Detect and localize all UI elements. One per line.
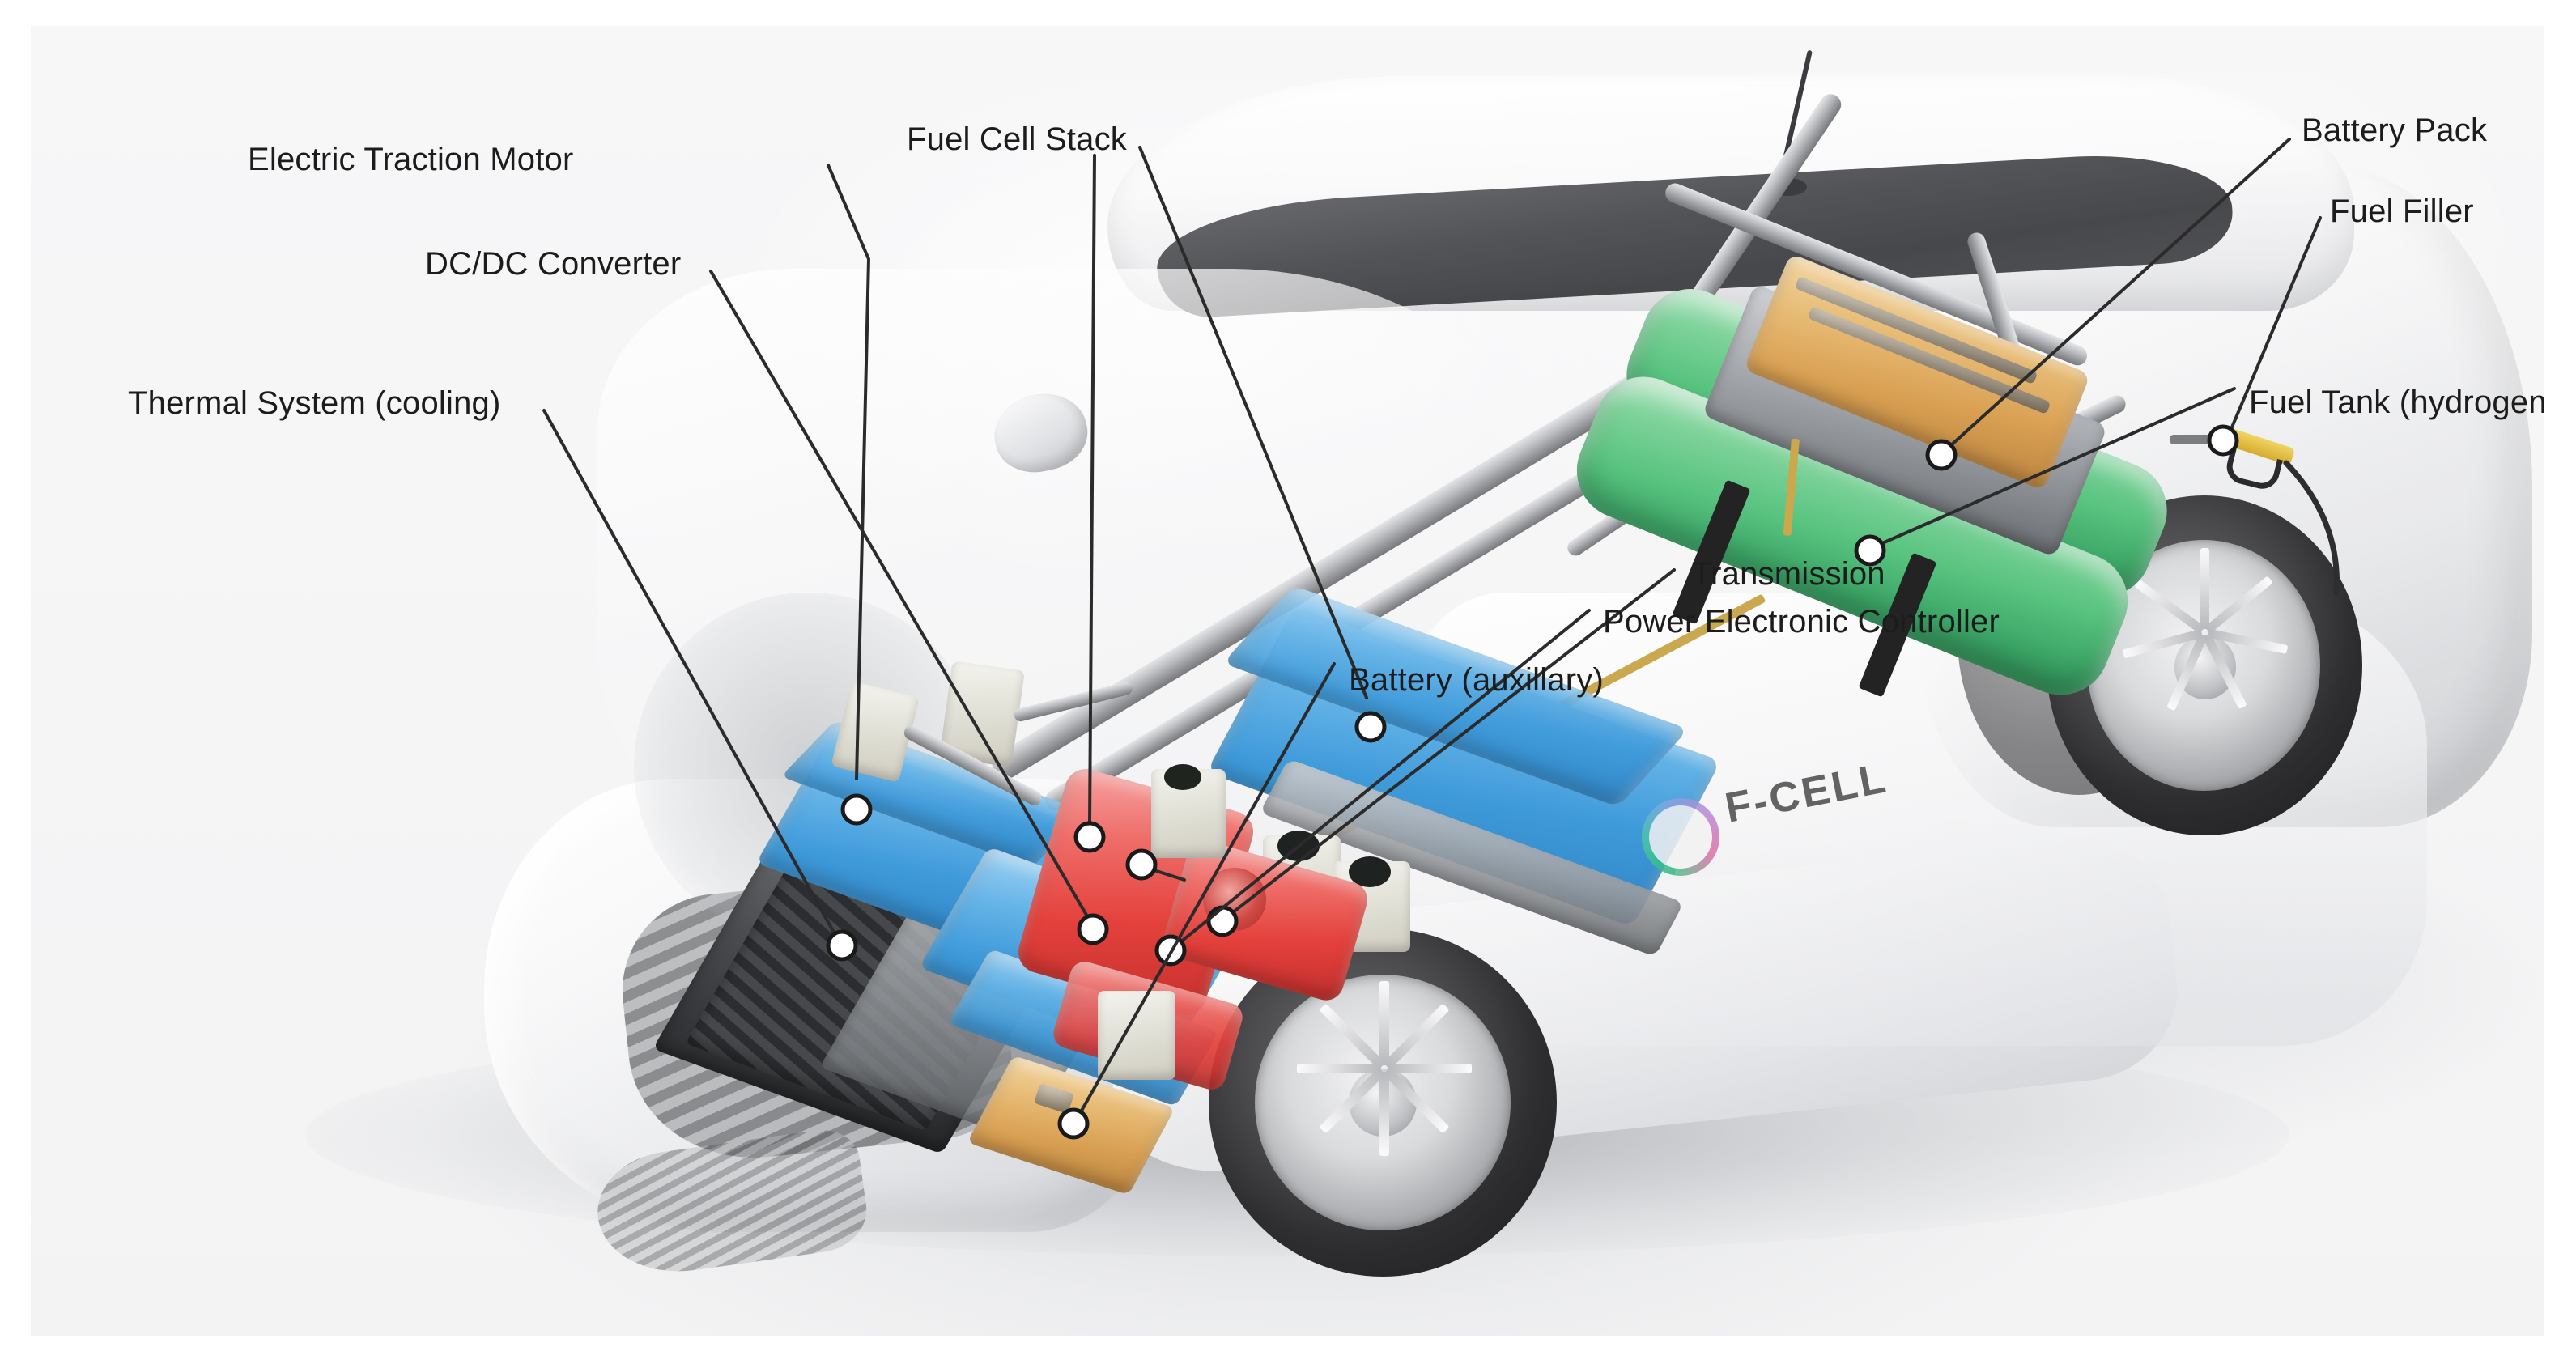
leader-line-fuel-filler bbox=[2230, 216, 2322, 431]
callout-label-thermal-system-cooling: Thermal System (cooling) bbox=[128, 385, 501, 421]
callout-label-dc-dc-converter: DC/DC Converter bbox=[425, 246, 682, 282]
callout-label-battery-pack: Battery Pack bbox=[2302, 113, 2488, 148]
callout-label-fuel-tank-hydrogen: Fuel Tank (hydrogen) bbox=[2249, 385, 2544, 420]
callout-label-power-electronic-controller: Power Electronic Controller bbox=[1603, 604, 2000, 640]
reservoir-cap bbox=[1349, 856, 1391, 887]
leader-line-transmission bbox=[1231, 568, 1676, 914]
leader-line-battery-pack bbox=[1949, 138, 2291, 447]
callout-dot-fuel-filler[interactable] bbox=[2207, 424, 2239, 457]
callout-leader-lines bbox=[542, 138, 2322, 1140]
fuel-cell-vehicle-cutaway-image: F-CELL Electric Traction Motor Fuel Cell … bbox=[31, 26, 2544, 1336]
callout-dot-transmission[interactable] bbox=[1206, 905, 1239, 937]
leader-line-fuel-cell-stack-front bbox=[1088, 154, 1096, 825]
callout-dot-fuel-tank-hydrogen[interactable] bbox=[1854, 534, 1886, 567]
leader-line-dc-dc-converter bbox=[709, 270, 1089, 918]
callout-dot-electric-traction-motor[interactable] bbox=[840, 793, 873, 826]
callout-label-electric-traction-motor: Electric Traction Motor bbox=[248, 142, 574, 177]
rim-spoke bbox=[1379, 981, 1389, 1065]
leader-line-fuel-cell-stack bbox=[1138, 146, 1368, 699]
callout-dot-thermal-system-cooling[interactable] bbox=[826, 929, 858, 962]
rim-spoke bbox=[2200, 548, 2209, 629]
callout-dot-power-controller-red[interactable] bbox=[1125, 848, 1158, 881]
leader-line-power-electronic-controller bbox=[1179, 609, 1591, 944]
leader-line-electric-traction-motor bbox=[827, 164, 870, 780]
callout-label-transmission: Transmission bbox=[1692, 556, 1885, 592]
leader-line-thermal-system-cooling bbox=[542, 409, 835, 934]
brake-fluid-reservoir bbox=[1098, 991, 1175, 1080]
expansion-tank-cap bbox=[1164, 764, 1201, 790]
callout-dot-battery-auxillary[interactable] bbox=[1057, 1107, 1090, 1140]
vehicle-illustration: F-CELL bbox=[31, 26, 2544, 1336]
callout-dot-battery-pack[interactable] bbox=[1925, 439, 1958, 471]
leader-line-fuel-tank-hydrogen bbox=[1879, 387, 2236, 546]
callout-label-battery-auxillary: Battery (auxillary) bbox=[1349, 662, 1604, 698]
leader-line-battery-auxillary bbox=[1080, 662, 1336, 1112]
callout-dot-dc-dc-converter[interactable] bbox=[1077, 913, 1109, 945]
callout-label-fuel-cell-stack: Fuel Cell Stack bbox=[907, 121, 1127, 157]
callout-dot-fuel-cell-stack-front[interactable] bbox=[1073, 821, 1106, 853]
callout-label-fuel-filler: Fuel Filler bbox=[2330, 193, 2474, 229]
callout-dot-fuel-cell-stack[interactable] bbox=[1354, 711, 1387, 743]
